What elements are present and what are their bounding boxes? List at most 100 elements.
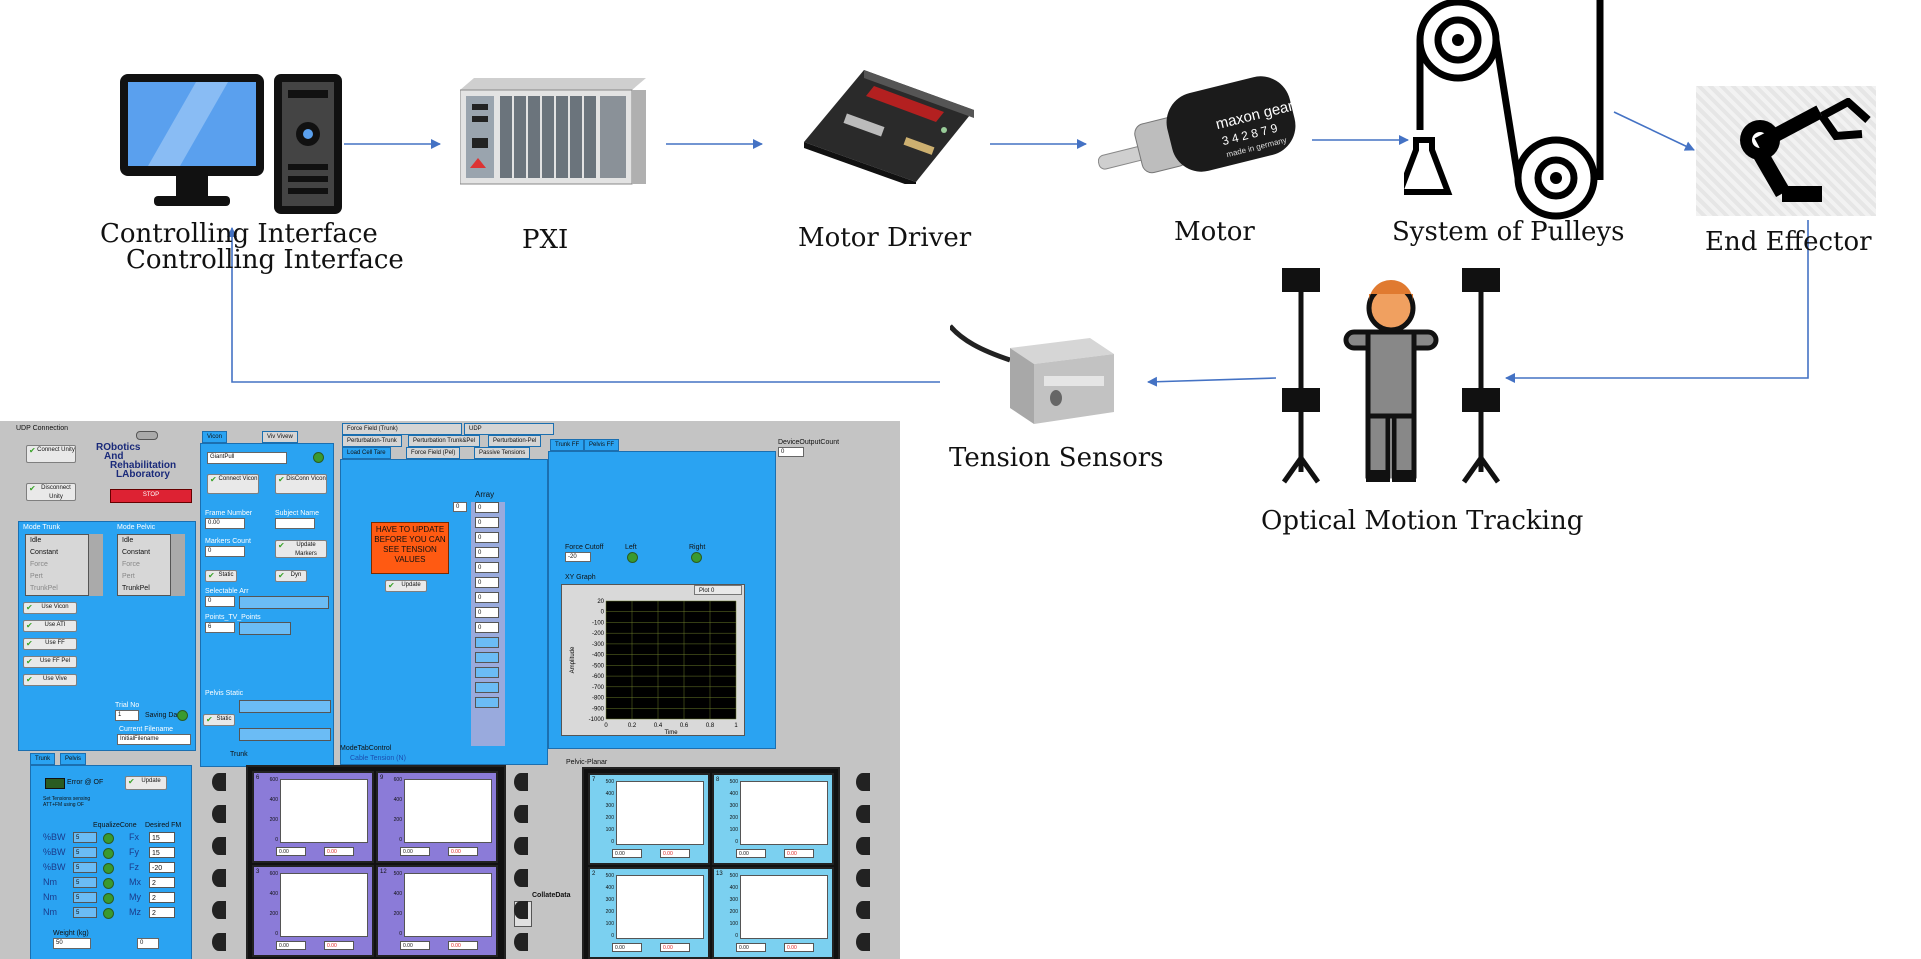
use-ff-pel-button[interactable]: Use FF Pel (23, 656, 77, 668)
pelvis-static-button[interactable]: Static (203, 714, 235, 726)
percent-row: Nm 5 (43, 907, 123, 919)
plot-ytick: 300 (729, 897, 738, 903)
points-field[interactable]: 6 (205, 622, 235, 633)
array-cell[interactable]: 0 (475, 502, 499, 513)
use-vive-button[interactable]: Use Vive (23, 674, 77, 686)
tab-vive[interactable]: Viv Vivew (262, 431, 298, 443)
pelvic-planar-label: Pelvic-Planar (566, 759, 608, 766)
stop-button[interactable]: STOP (110, 489, 192, 503)
force-value[interactable]: 2 (149, 907, 175, 918)
mode-pelvic-opt-0[interactable]: Idle (122, 537, 134, 544)
mode-trunk-opt-4[interactable]: TrunkPel (30, 585, 58, 592)
connect-vicon-button[interactable]: Connect Vicon (207, 474, 259, 494)
tab-pelvis[interactable]: Pelvis (60, 753, 87, 765)
device-output-count-label: DeviceOutputCount (778, 439, 840, 446)
udp-indicator (136, 431, 158, 440)
selectable-field[interactable]: 0 (205, 596, 235, 607)
arrow-sensors-to-interface (227, 227, 940, 383)
tab-udp[interactable]: UDP (464, 423, 554, 435)
percent-value[interactable]: 5 (73, 877, 97, 888)
markers-count-field: 0 (205, 546, 245, 557)
tab-force-field-pel[interactable]: Force Field (Pel) (406, 447, 461, 459)
mode-pelvic-opt-3[interactable]: Pert (122, 573, 135, 580)
force-value[interactable]: 15 (149, 847, 175, 858)
update-force-button[interactable]: Update (125, 776, 167, 790)
array-cell[interactable]: 0 (475, 592, 499, 603)
percent-value[interactable]: 5 (73, 892, 97, 903)
plot-value: 0.00 (276, 847, 306, 856)
disconnect-unity-button[interactable]: Disconnect Unity (26, 483, 76, 501)
array-cell[interactable]: 0 (475, 622, 499, 633)
tab-perturbation-pel[interactable]: Perturbation-Pel (488, 435, 542, 447)
computer-icon (120, 74, 342, 214)
mode-trunk-opt-3[interactable]: Pert (30, 573, 43, 580)
mode-trunk-selector[interactable]: Idle Constant Force Pert TrunkPel (25, 534, 89, 596)
plot-ytick: 0 (275, 837, 278, 843)
side-field[interactable]: 0 (137, 938, 159, 949)
tab-vicon[interactable]: Vicon (202, 431, 227, 443)
mode-trunk-opt-1[interactable]: Constant (30, 549, 59, 556)
lab-logo-line1: RObotics (96, 442, 141, 453)
tab-load-cell-tare[interactable]: Load Cell Tare (342, 447, 391, 459)
node-label-motor-driver: Motor Driver (798, 223, 972, 253)
array-cell[interactable]: 0 (475, 547, 499, 558)
static-button[interactable]: Static (205, 570, 237, 582)
force-target-panel: Error @ OF Update Set Tensions sensing A… (30, 765, 192, 959)
update-tare-button[interactable]: Update (385, 580, 427, 592)
tab-trunk-ff[interactable]: Trunk FF (550, 439, 585, 451)
array-cell (475, 637, 499, 648)
percent-value[interactable]: 5 (73, 832, 97, 843)
tab-passive-tensions[interactable]: Passive Tensions (474, 447, 531, 459)
percent-value[interactable]: 5 (73, 907, 97, 918)
tab-perturbation-trunk-pel[interactable]: Perturbation Trunk&Pel (408, 435, 481, 447)
force-value[interactable]: 2 (149, 892, 175, 903)
tab-trunk[interactable]: Trunk (30, 753, 56, 765)
array-index-field[interactable]: 0 (453, 502, 467, 512)
use-ff-button[interactable]: Use FF (23, 638, 77, 650)
plot-ytick: 0 (611, 839, 614, 845)
tab-force-field-trunk[interactable]: Force Field (Trunk) (342, 423, 462, 435)
update-markers-button[interactable]: Update Markers (275, 540, 327, 558)
disconnect-vicon-button[interactable]: DisConn Vicon (275, 474, 327, 494)
use-ati-button[interactable]: Use ATI (23, 620, 77, 632)
mode-pelvic-opt-2[interactable]: Force (122, 561, 140, 568)
array-cell[interactable]: 0 (475, 577, 499, 588)
connect-unity-button[interactable]: Connect Unity (26, 445, 76, 463)
filename-field[interactable]: InitialFilename (117, 734, 191, 745)
plot-area (616, 875, 704, 939)
use-vicon-button[interactable]: Use Vicon (23, 602, 77, 614)
plot-ytick: 400 (605, 791, 614, 797)
array-cell[interactable]: 0 (475, 562, 499, 573)
percent-unit: Nm (43, 907, 57, 917)
tab-perturbation-trunk[interactable]: Perturbation-Trunk (342, 435, 402, 447)
dyn-button[interactable]: Dyn (275, 570, 307, 582)
mode-trunk-opt-2[interactable]: Force (30, 561, 48, 568)
tab-pelvis-ff[interactable]: Pelvis FF (584, 439, 620, 451)
mode-trunk-opt-0[interactable]: Idle (30, 537, 42, 544)
plot-ytick: 200 (729, 815, 738, 821)
subject-name-field[interactable] (275, 518, 315, 529)
percent-value[interactable]: 5 (73, 847, 97, 858)
percent-value[interactable]: 5 (73, 862, 97, 873)
plot-ytick: 0 (399, 931, 402, 937)
array-cell[interactable]: 0 (475, 517, 499, 528)
force-value[interactable]: -20 (149, 862, 175, 873)
array-cell[interactable]: 0 (475, 532, 499, 543)
force-cutoff-field[interactable]: -20 (565, 552, 591, 562)
plot-ytick: 500 (605, 873, 614, 879)
mode-pelvic-opt-1[interactable]: Constant (122, 549, 151, 556)
array-cell[interactable]: 0 (475, 607, 499, 618)
force-value[interactable]: 15 (149, 832, 175, 843)
trial-no-field[interactable]: 1 (115, 710, 139, 721)
error-led (45, 778, 65, 789)
mode-pelvic-selector[interactable]: Idle Constant Force Pert TrunkPel (117, 534, 171, 596)
weight-field[interactable]: 50 (53, 938, 91, 949)
plot-area (404, 779, 492, 843)
mode-pelvic-opt-4[interactable]: TrunkPel (122, 585, 150, 592)
force-value[interactable]: 2 (149, 877, 175, 888)
points-label: Points_TV_Points (205, 614, 261, 621)
vicon-select[interactable]: GiantPull (207, 452, 287, 464)
